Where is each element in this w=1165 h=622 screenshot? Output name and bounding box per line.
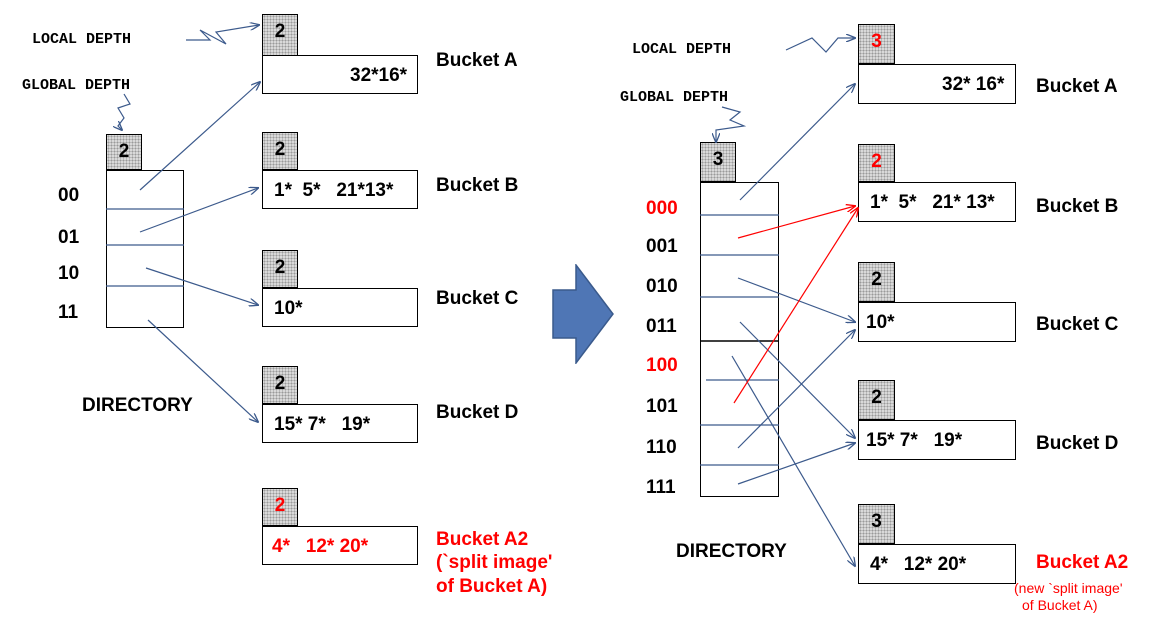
global-depth-callout-right [716,106,747,142]
bucket-a2-label-right-sub2: of Bucket A) [1022,597,1098,613]
local-depth-callout [186,25,259,45]
dir-entry-010: 010 [646,276,678,297]
right-pointer-011 [739,321,855,438]
right-pointer-001 [737,206,855,239]
directory-label: DIRECTORY [82,395,193,416]
dir-entry-11: 11 [58,302,79,323]
bucket-d-label-right: Bucket D [1036,433,1119,454]
dir-entry-101: 101 [646,396,678,417]
bucket-b-depth-right: 2 [858,144,895,182]
left-pointer-11 [147,319,258,422]
directory-box [106,170,184,328]
global-depth-box-right: 3 [700,142,736,182]
right-pointer-100 [731,355,855,566]
bucket-a-content: 32*16* [350,65,408,86]
bucket-a2-label: Bucket A2 [436,529,529,550]
left-pointer-10 [145,267,258,305]
bucket-c-box [262,288,418,327]
bucket-a2-label-right: Bucket A2 [1036,552,1129,573]
bucket-b-depth: 2 [262,132,298,170]
directory-box-right [700,182,779,497]
bucket-d-label: Bucket D [436,402,519,423]
dir-entry-111: 111 [646,477,676,498]
bucket-a2-box-right [858,544,1016,584]
bucket-a-box-right [858,64,1016,104]
bucket-a-depth-right: 3 [858,24,895,64]
right-pointer-110 [737,330,855,449]
directory-label-right: DIRECTORY [676,541,787,562]
bucket-b-label: Bucket B [436,175,519,196]
bucket-c-content: 10* [274,298,303,319]
dir-entry-01: 01 [58,227,80,248]
bucket-c-box-right [858,302,1016,342]
bucket-c-depth: 2 [262,250,298,288]
global-depth-label-right: GLOBAL DEPTH [620,89,729,106]
bucket-a-content-right: 32* 16* [942,74,1005,95]
local-depth-label: LOCAL DEPTH [32,31,132,48]
global-depth-callout [118,93,131,130]
bucket-a2-content: 4* 12* 20* [272,536,369,557]
dir-entry-001: 001 [646,236,678,257]
right-arrow-icon [552,264,614,364]
bucket-c-depth-right: 2 [858,262,895,302]
right-pointer-111 [737,443,855,485]
dir-entry-110: 110 [646,437,677,458]
bucket-d-box [262,404,418,443]
bucket-a2-depth-right: 3 [858,504,895,544]
right-directory-dividers [700,214,779,466]
dir-entry-10: 10 [58,263,80,284]
dir-entry-000: 000 [646,198,678,219]
bucket-a2-box [262,526,418,565]
bucket-a-label-right: Bucket A [1036,76,1118,97]
left-pointer-01 [139,188,258,233]
right-pointer-010 [737,277,855,322]
bucket-a2-content-right: 4* 12* 20* [870,554,967,575]
bucket-b-content-right: 1* 5* 21* 13* [870,192,995,213]
dir-entry-100: 100 [646,355,678,376]
local-depth-label-right: LOCAL DEPTH [632,41,732,58]
dir-entry-011: 011 [646,316,677,337]
right-pointer-000 [739,84,855,201]
bucket-d-content: 15* 7* 19* [274,414,371,435]
bucket-a2-depth: 2 [262,488,298,526]
bucket-a2-label-right-sub: (new `split image' [1014,580,1123,596]
bucket-c-content-right: 10* [866,312,895,333]
left-directory-dividers [106,208,184,287]
bucket-b-content: 1* 5* 21*13* [274,180,394,201]
bucket-b-label-right: Bucket B [1036,196,1119,217]
bucket-d-content-right: 15* 7* 19* [866,430,963,451]
left-pointer-00 [139,82,260,191]
bucket-d-depth-right: 2 [858,380,895,420]
bucket-a2-label-sub2: of Bucket A) [436,576,548,597]
bucket-c-label: Bucket C [436,288,519,309]
global-depth-label: GLOBAL DEPTH [22,77,131,94]
right-pointer-101 [733,208,858,404]
bucket-a2-label-sub: (`split image' [436,552,553,573]
bucket-b-box [262,170,418,209]
bucket-d-box-right [858,420,1016,460]
bucket-a-box [262,55,418,94]
bucket-b-box-right [858,182,1016,222]
bucket-c-label-right: Bucket C [1036,314,1119,335]
global-depth-box: 2 [106,134,142,170]
dir-entry-00: 00 [58,185,80,206]
bucket-d-depth: 2 [262,366,298,404]
bucket-a-label: Bucket A [436,50,518,71]
local-depth-callout-right [785,38,855,53]
